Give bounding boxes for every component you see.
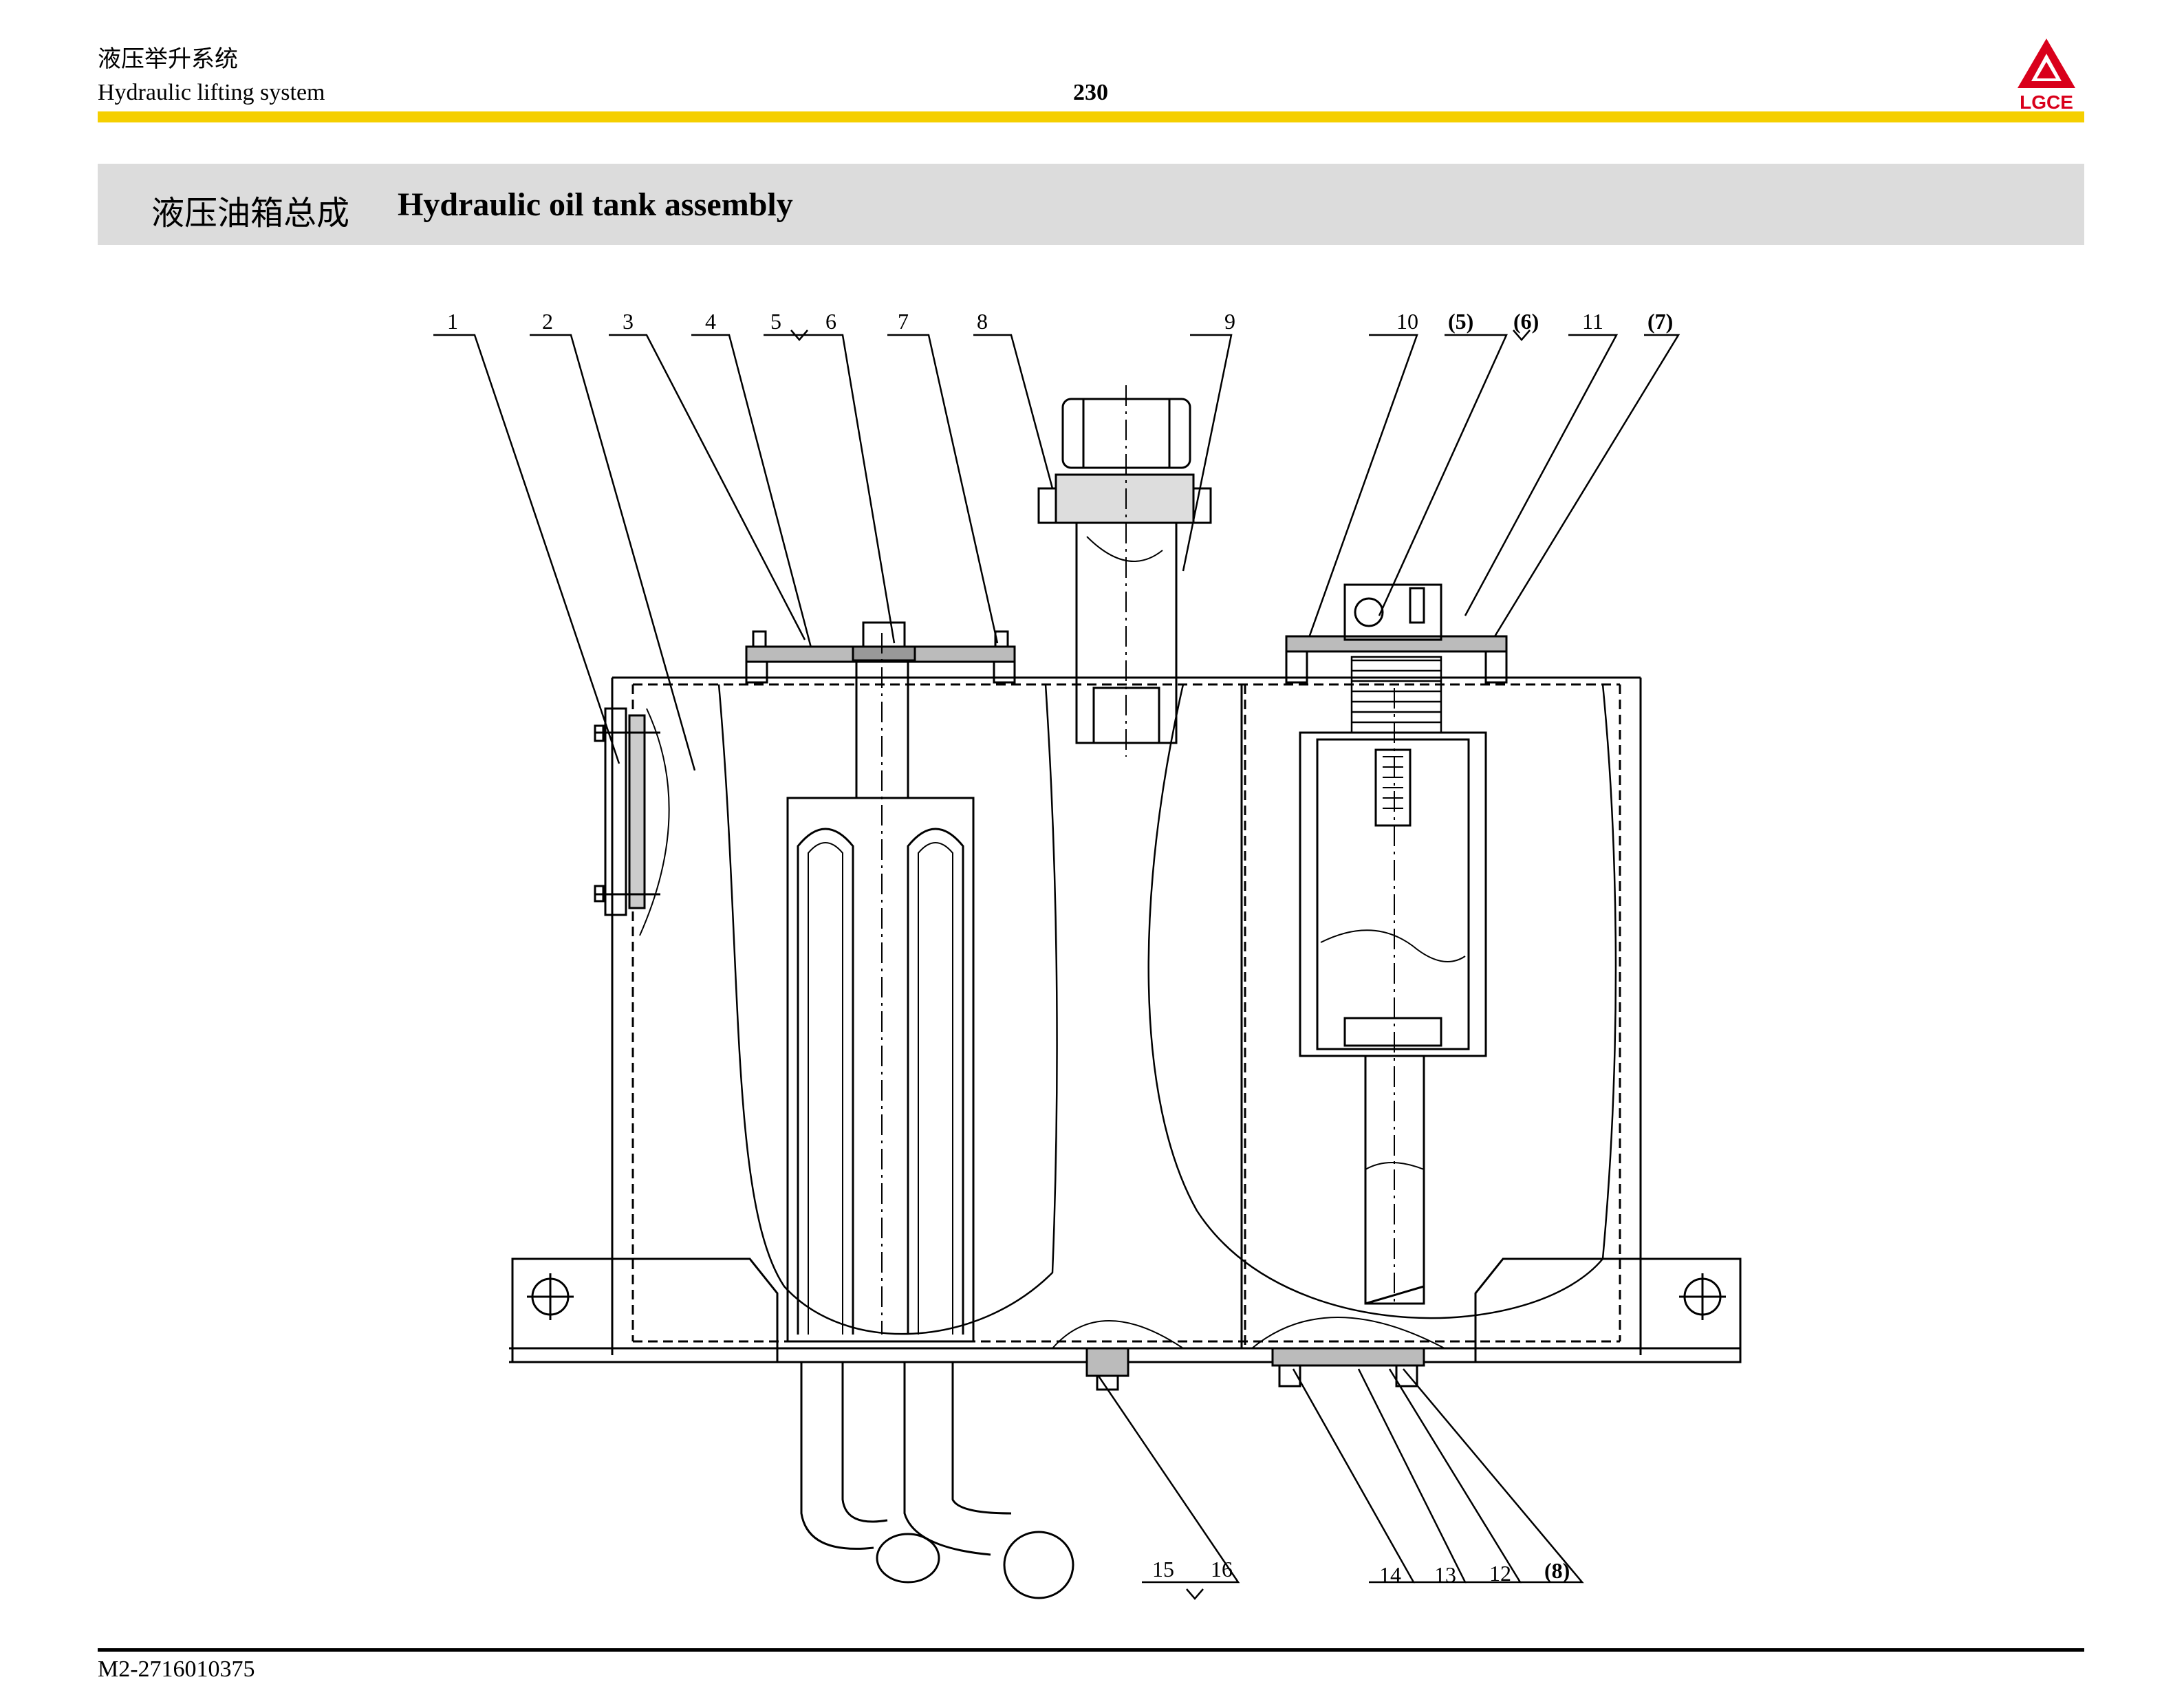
callout-12: 12 — [1489, 1561, 1511, 1586]
footer-rule — [98, 1648, 2084, 1652]
section-title-band — [98, 164, 2084, 245]
lgce-logo: LGCE — [2018, 39, 2075, 111]
callout-10: 10 — [1396, 309, 1418, 334]
document-code: M2-2716010375 — [98, 1656, 255, 1682]
sight-gauge — [594, 707, 670, 936]
callout-16: 16 — [1211, 1557, 1233, 1581]
callout-3: 3 — [623, 309, 634, 334]
drain-plug — [1052, 1320, 1184, 1391]
callout-13: 13 — [1434, 1562, 1456, 1587]
callout-9: 9 — [1224, 309, 1235, 334]
page-number: 230 — [1073, 80, 1108, 105]
callout-5: 5 — [770, 309, 781, 334]
callout-4: 4 — [705, 309, 716, 334]
bottom-cleanout-cover — [1251, 1317, 1445, 1388]
callout-labels: 1 2 3 4 5 6 7 8 9 10 (5) (6) 11 (7) 15 1… — [447, 309, 1673, 1587]
callout-7-paren: (7) — [1647, 309, 1673, 334]
callout-6-paren: (6) — [1513, 309, 1539, 334]
callout-8-paren: (8) — [1544, 1558, 1570, 1583]
section-title-en: Hydraulic oil tank assembly — [398, 186, 793, 223]
callout-15: 15 — [1152, 1557, 1174, 1581]
header-accent-bar — [98, 111, 2084, 122]
return-filter — [1285, 583, 1508, 1307]
callout-1: 1 — [447, 309, 458, 334]
breather-cap — [1037, 385, 1212, 757]
leader-lines — [433, 330, 1680, 1600]
callout-8: 8 — [977, 309, 988, 334]
callout-7: 7 — [898, 309, 909, 334]
section-title-cn: 液压油箱总成 — [151, 195, 350, 232]
callout-2: 2 — [542, 309, 553, 334]
header-title-cn: 液压举升系统 — [98, 47, 238, 72]
mounting-brackets — [511, 1257, 1742, 1363]
left-cover-flange — [745, 621, 1016, 684]
spring-upper — [1350, 656, 1442, 734]
suction-strainer — [786, 633, 975, 1343]
baffle-curves — [717, 684, 1617, 1335]
header-title-en: Hydraulic lifting system — [98, 80, 325, 105]
callout-5-paren: (5) — [1448, 309, 1473, 334]
callout-14: 14 — [1379, 1562, 1401, 1587]
callout-6: 6 — [825, 309, 836, 334]
logo-text: LGCE — [2020, 91, 2073, 111]
outlet-pipes — [800, 1362, 1074, 1599]
callout-11: 11 — [1582, 309, 1603, 334]
